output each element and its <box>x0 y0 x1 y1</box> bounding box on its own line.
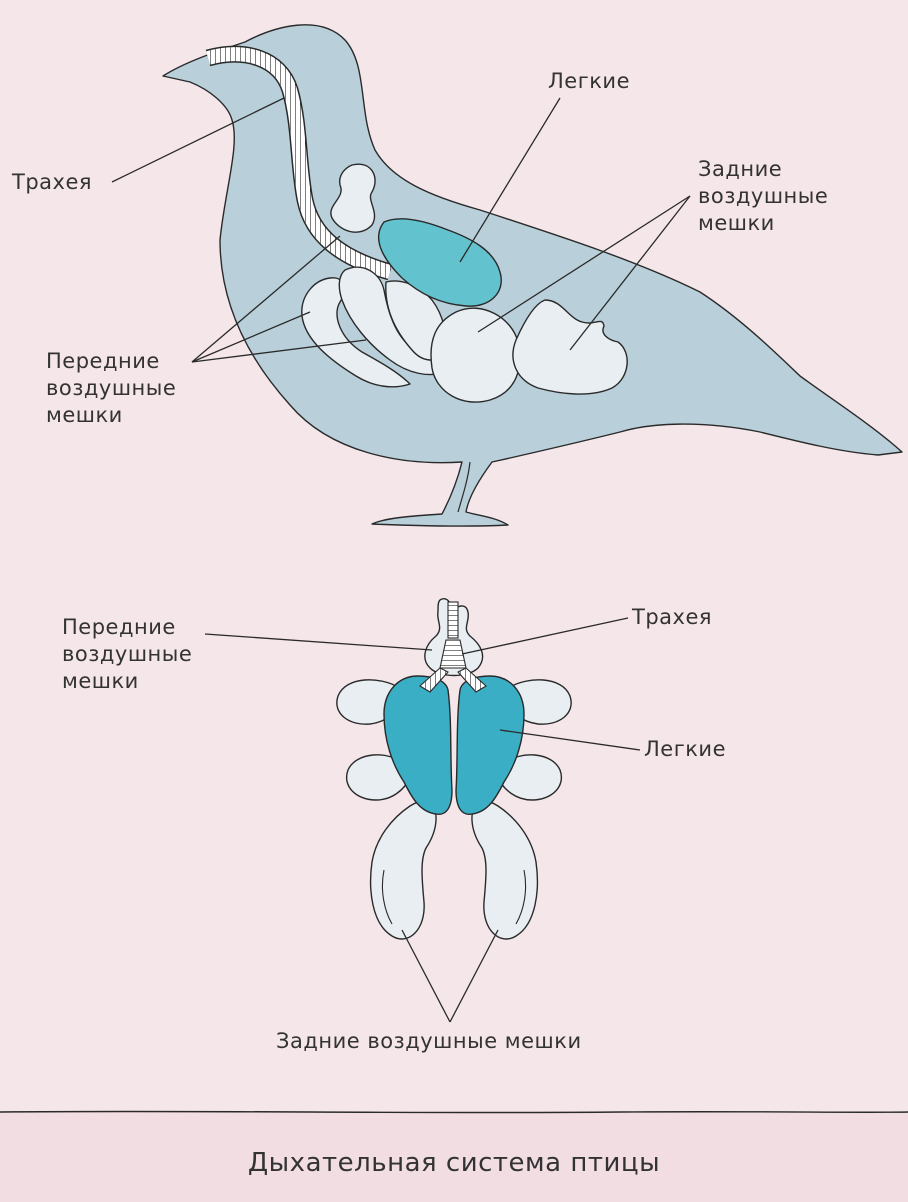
label-anterior-sacs-ventral-2: воздушные <box>62 642 192 666</box>
trachea-rings <box>206 47 392 279</box>
label-anterior-sacs-side-3: мешки <box>46 403 123 427</box>
label-posterior-sacs-side-2: воздушные <box>698 184 828 208</box>
leader-anterior-ventral <box>204 633 433 651</box>
label-trachea-ventral: Трахея <box>631 605 712 629</box>
label-posterior-sacs-side-3: мешки <box>698 211 775 235</box>
leader-posterior-2 <box>569 195 691 351</box>
side-view: Трахея Легкие Задние воздушные мешки Пер… <box>11 24 903 527</box>
leader-lungs-side <box>459 97 561 263</box>
footer: Дыхательная система птицы <box>0 1110 908 1202</box>
posterior-sac-left-inner <box>381 869 393 925</box>
label-anterior-sacs-side-2: воздушные <box>46 376 176 400</box>
leader-posterior-ventral-left <box>401 929 451 1023</box>
leader-posterior-ventral-right <box>449 929 499 1023</box>
posterior-sac-right-inner <box>515 869 527 925</box>
bird-body <box>162 24 903 527</box>
leader-anterior-1 <box>191 235 341 363</box>
label-posterior-sacs-side-1: Задние <box>698 157 782 181</box>
lung-right-ventral <box>455 675 525 815</box>
label-anterior-sacs-ventral-1: Передние <box>62 615 176 639</box>
label-lungs-side: Легкие <box>548 69 630 93</box>
lung-side <box>378 218 502 307</box>
posterior-air-sac-back <box>512 299 628 395</box>
label-lungs-ventral: Легкие <box>644 737 726 761</box>
leader-anterior-2 <box>191 311 311 363</box>
lateral-sac-lower-right <box>497 754 563 801</box>
lung-left-ventral <box>383 675 453 815</box>
footer-band <box>0 1112 908 1202</box>
leader-trachea-ventral <box>461 617 629 655</box>
leader-anterior-3 <box>191 339 367 363</box>
posterior-sac-left <box>369 800 437 940</box>
leader-posterior-1 <box>477 195 691 333</box>
posterior-sac-right <box>471 800 539 940</box>
posterior-air-sac-front <box>430 307 521 403</box>
trachea-ventral-upper <box>447 601 459 639</box>
leader-trachea-side <box>111 97 285 183</box>
label-anterior-sacs-side-1: Передние <box>46 349 160 373</box>
leader-lungs-ventral <box>499 729 641 751</box>
bronchus-right <box>457 667 487 693</box>
bird-leg <box>457 461 471 513</box>
lateral-sac-lower-left <box>345 754 411 801</box>
footer-divider <box>0 1110 908 1114</box>
bronchus-left <box>419 667 449 693</box>
label-posterior-sacs-ventral: Задние воздушные мешки <box>276 1029 582 1053</box>
anterior-air-sac-top <box>330 163 376 233</box>
caption: Дыхательная система птицы <box>248 1148 660 1178</box>
ventral-view: Передние воздушные мешки Трахея Легкие З… <box>62 598 726 1053</box>
label-trachea-side: Трахея <box>11 170 92 194</box>
label-anterior-sacs-ventral-3: мешки <box>62 669 139 693</box>
